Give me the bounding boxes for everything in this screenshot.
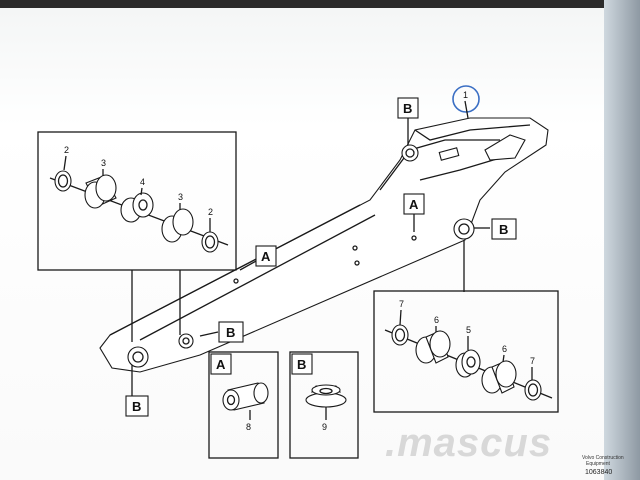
part-number-right-4: 6 bbox=[502, 344, 507, 354]
svg-text:A: A bbox=[261, 249, 271, 264]
item-number: 1 bbox=[463, 90, 468, 100]
legend-b-letter: B bbox=[297, 357, 306, 372]
callout-b-right: B bbox=[491, 218, 517, 240]
svg-text:B: B bbox=[403, 101, 412, 116]
svg-text:A: A bbox=[409, 197, 419, 212]
arm-body bbox=[99, 117, 549, 373]
legend-a-part-number: 8 bbox=[246, 422, 251, 432]
callout-b-bottom: B bbox=[125, 395, 149, 417]
legend-box-b: B 9 bbox=[289, 351, 359, 459]
part-number-left-1: 2 bbox=[64, 145, 69, 155]
legend-box-a: A 8 bbox=[208, 351, 279, 459]
drawing-number: 1063840 bbox=[585, 469, 612, 476]
callout-b-top: B bbox=[397, 97, 419, 119]
seal-ring-left bbox=[54, 170, 72, 192]
footer-company-line2: Equipment bbox=[586, 461, 611, 467]
seal-ring-right bbox=[201, 231, 219, 253]
monitor-bezel-right bbox=[604, 0, 640, 480]
legend-b-part-number: 9 bbox=[322, 422, 327, 432]
part-number-left-5: 2 bbox=[208, 207, 213, 217]
part-number-left-2: 3 bbox=[101, 158, 106, 168]
part-number-right-2: 6 bbox=[434, 315, 439, 325]
callout-a-upper: A bbox=[403, 193, 425, 215]
leader-lines bbox=[131, 118, 490, 396]
part-number-right-1: 7 bbox=[399, 299, 404, 309]
right-detail-box: 7 6 5 6 7 bbox=[373, 290, 559, 413]
left-detail-box: 2 3 4 3 2 bbox=[37, 131, 237, 271]
legend-a-letter: A bbox=[216, 357, 226, 372]
footer-company: Volvo Construction bbox=[582, 455, 624, 461]
seal-ring-7-left bbox=[391, 324, 409, 346]
svg-text:B: B bbox=[226, 325, 235, 340]
part-number-right-5: 7 bbox=[530, 356, 535, 366]
part-number-left-3: 4 bbox=[140, 177, 145, 187]
svg-text:B: B bbox=[499, 222, 508, 237]
highlight-circle bbox=[452, 85, 480, 113]
seal-ring-7-right bbox=[524, 379, 542, 401]
watermark: .mascus bbox=[385, 421, 552, 465]
svg-text:B: B bbox=[132, 399, 141, 414]
part-number-right-3: 5 bbox=[466, 325, 471, 335]
item-number-callout: 1 bbox=[452, 85, 480, 119]
callout-b-mid: B bbox=[218, 321, 244, 343]
monitor-bezel-top bbox=[0, 0, 640, 8]
part-number-left-4: 3 bbox=[178, 192, 183, 202]
callout-a-mid: A bbox=[255, 245, 277, 267]
